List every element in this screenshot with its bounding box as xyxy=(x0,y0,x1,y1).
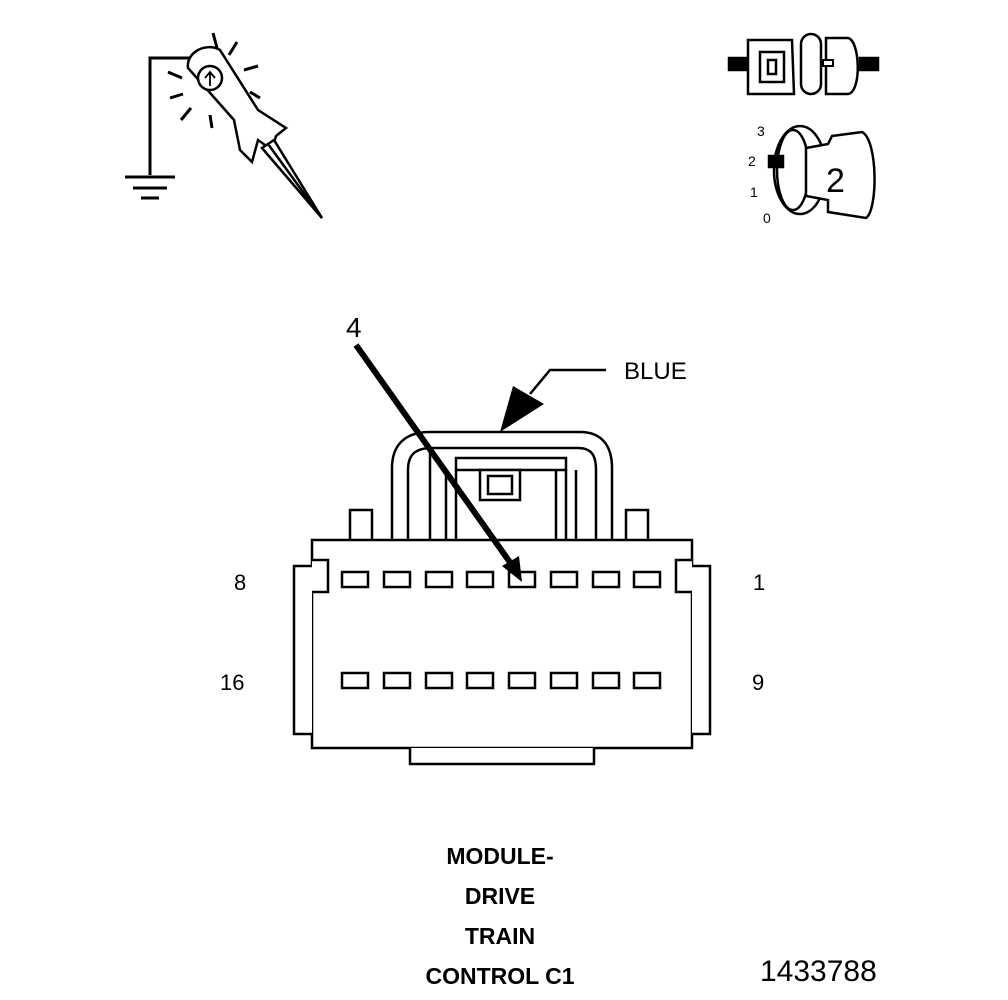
ignition-key-icon xyxy=(767,124,876,220)
ignition-position-3: 3 xyxy=(757,123,765,139)
pin-cavity-16 xyxy=(340,671,370,690)
pin-label-bottom-left: 16 xyxy=(220,670,244,695)
pin-cavity-12 xyxy=(507,671,537,690)
pin-cavity-14 xyxy=(424,671,454,690)
pin-cavity-2 xyxy=(591,570,621,589)
caption-line-2: DRIVE xyxy=(464,883,536,909)
connector-body xyxy=(292,430,712,766)
caption-line-4: CONTROL C1 xyxy=(425,963,575,989)
pin-cavity-10 xyxy=(591,671,621,690)
ground-symbol-icon xyxy=(125,56,190,200)
ignition-key-position: 2 xyxy=(826,162,845,200)
pin-cavity-13 xyxy=(465,671,495,690)
test-light-probe-icon xyxy=(167,32,324,219)
ignition-position-0: 0 xyxy=(763,210,771,226)
callout-pin-number: 4 xyxy=(346,312,362,343)
pin-cavity-15 xyxy=(382,671,412,690)
pin-cavity-6 xyxy=(424,570,454,589)
pin-cavity-1 xyxy=(632,570,662,589)
color-callout-arrow xyxy=(500,368,606,432)
pin-callout-arrow xyxy=(353,343,522,582)
pin-cavity-7 xyxy=(382,570,412,589)
ignition-position-2: 2 xyxy=(748,153,756,169)
pin-label-top-left: 8 xyxy=(234,570,246,595)
caption-line-1: MODULE- xyxy=(446,843,554,869)
wire-color-label: BLUE xyxy=(624,358,687,385)
connector-disconnected-icon xyxy=(727,32,880,96)
caption-line-3: TRAIN xyxy=(464,923,536,949)
pin-label-top-right: 1 xyxy=(753,570,765,595)
pin-cavity-5 xyxy=(465,570,495,589)
ignition-position-1: 1 xyxy=(750,184,758,200)
pin-cavity-11 xyxy=(549,671,579,690)
pin-cavity-3 xyxy=(549,570,579,589)
pin-cavity-9 xyxy=(632,671,662,690)
pin-label-bottom-right: 9 xyxy=(752,670,764,695)
pin-cavity-8 xyxy=(340,570,370,589)
pin-cavities xyxy=(340,570,662,690)
figure-number: 1433788 xyxy=(760,955,877,988)
